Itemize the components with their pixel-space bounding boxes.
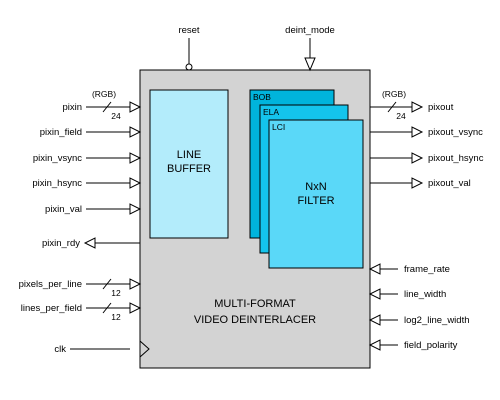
- clk-label: clk: [54, 344, 66, 355]
- line-width-label: line_width: [404, 289, 446, 300]
- pixin-hsync-arrow: [129, 177, 142, 189]
- reset-bubble: [185, 63, 193, 71]
- log2-line-width-label: log2_line_width: [404, 315, 470, 326]
- line-buffer-text-1: LINE: [177, 149, 201, 161]
- pixin-arrow: [129, 101, 142, 113]
- pixout-hsync-label: pixout_hsync: [428, 153, 484, 164]
- pixin-bus-slash: [102, 101, 112, 113]
- pixels-per-line-width: 12: [111, 288, 121, 298]
- clk-triangle: [139, 340, 150, 358]
- lines-per-field-label: lines_per_field: [21, 303, 82, 314]
- pixin-field-label: pixin_field: [40, 127, 82, 138]
- pixin-field-arrow: [129, 126, 142, 138]
- filter-text-1: NxN: [305, 181, 326, 193]
- lines-per-field-slash: [102, 302, 112, 314]
- main-title-1: MULTI-FORMAT: [214, 298, 296, 310]
- pixout-val-arrow: [411, 177, 424, 189]
- frame-rate-label: frame_rate: [404, 264, 450, 275]
- line-width-arrow: [368, 288, 381, 300]
- pixout-arrow: [411, 101, 424, 113]
- pixels-per-line-slash: [102, 278, 112, 290]
- frame-rate-arrow: [368, 263, 381, 275]
- pixin-label: pixin: [62, 102, 82, 113]
- pixin-val-label: pixin_val: [45, 204, 82, 215]
- pixin-vsync-label: pixin_vsync: [33, 153, 82, 164]
- pixout-vsync-label: pixout_vsync: [428, 127, 483, 138]
- pixout-label: pixout: [428, 102, 454, 113]
- pixout-val-label: pixout_val: [428, 178, 471, 189]
- pixin-val-arrow: [129, 203, 142, 215]
- lines-per-field-arrow: [129, 302, 142, 314]
- pixin-width: 24: [111, 111, 121, 121]
- pixin-rdy-arrow: [83, 237, 96, 249]
- ela-tab-label: ELA: [263, 107, 279, 117]
- rgb-in-label: (RGB): [92, 89, 116, 99]
- lines-per-field-width: 12: [111, 312, 121, 322]
- line-buffer-text-2: BUFFER: [167, 163, 211, 175]
- pixin-vsync-arrow: [129, 152, 142, 164]
- lci-block: [268, 119, 364, 269]
- field-polarity-arrow: [368, 339, 381, 351]
- rgb-out-label: (RGB): [382, 89, 406, 99]
- pixout-vsync-arrow: [411, 126, 424, 138]
- filter-text-2: FILTER: [297, 195, 334, 207]
- log2-line-width-arrow: [368, 314, 381, 326]
- lci-tab-label: LCI: [272, 122, 285, 132]
- field-polarity-label: field_polarity: [404, 340, 458, 351]
- pixin-rdy-label: pixin_rdy: [42, 238, 80, 249]
- main-title-2: VIDEO DEINTERLACER: [194, 314, 316, 326]
- pixels-per-line-label: pixels_per_line: [19, 279, 82, 290]
- line-buffer-block: [149, 89, 229, 239]
- pixout-bus-slash: [387, 101, 397, 113]
- reset-label: reset: [178, 25, 199, 36]
- pixin-hsync-label: pixin_hsync: [32, 178, 82, 189]
- pixels-per-line-arrow: [129, 278, 142, 290]
- pixout-hsync-arrow: [411, 152, 424, 164]
- deint-mode-arrow: [304, 57, 316, 72]
- bob-tab-label: BOB: [253, 92, 271, 102]
- pixout-width: 24: [396, 111, 406, 121]
- deint-mode-label: deint_mode: [285, 25, 335, 36]
